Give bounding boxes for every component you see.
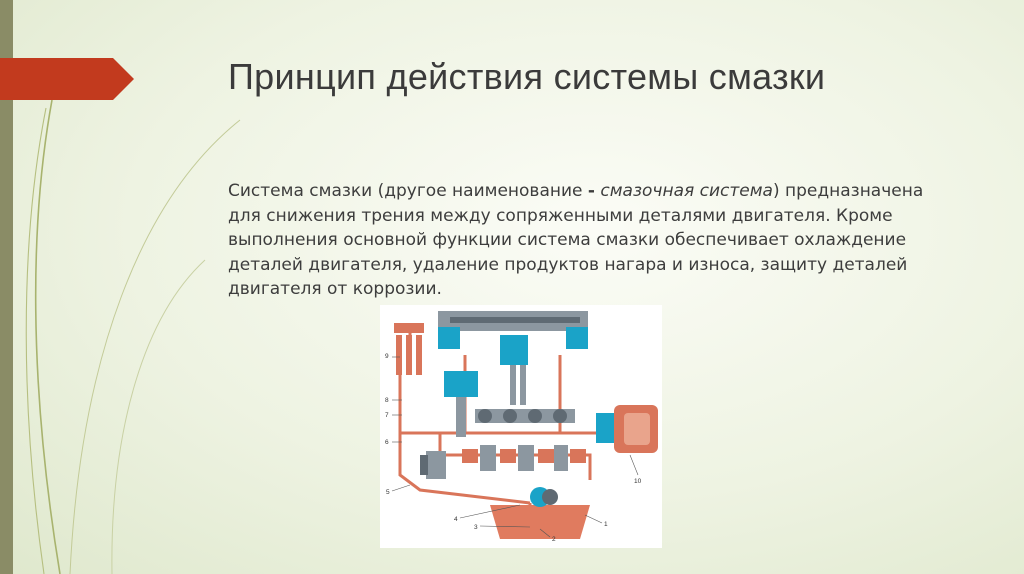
slide-title: Принцип действия системы смазки xyxy=(228,56,826,97)
label-5: 5 xyxy=(386,489,390,496)
lubrication-system-diagram: 9 8 7 6 5 4 3 2 1 10 xyxy=(380,305,662,548)
paragraph-italic-term: смазочная система xyxy=(600,181,773,201)
label-7: 7 xyxy=(385,412,389,419)
crankshaft xyxy=(475,409,575,423)
oil-filter xyxy=(394,323,424,375)
left-band xyxy=(0,0,13,574)
paragraph-text-2: ) предназначена для снижения трения межд… xyxy=(228,181,924,300)
rear-unit xyxy=(596,405,658,453)
body-paragraph: Система смазки (другое наименование - см… xyxy=(228,179,948,302)
label-2: 2 xyxy=(552,536,556,543)
crank-webs xyxy=(480,445,568,471)
paragraph-dash: - xyxy=(587,181,595,201)
decorative-curves xyxy=(25,99,241,574)
label-9: 9 xyxy=(385,353,389,360)
title-accent-arrow xyxy=(0,58,134,100)
paragraph-text-1: Система смазки (другое наименование xyxy=(228,181,588,201)
label-3: 3 xyxy=(474,524,478,531)
label-6: 6 xyxy=(385,439,389,446)
front-pulley xyxy=(420,451,446,479)
label-10: 10 xyxy=(634,478,642,485)
oil-pan xyxy=(490,487,590,539)
piston xyxy=(444,371,478,437)
main-journals xyxy=(462,449,586,463)
label-1: 1 xyxy=(604,521,608,528)
label-4: 4 xyxy=(454,516,458,523)
valve-train xyxy=(438,311,588,405)
label-8: 8 xyxy=(385,397,389,404)
diagram-svg: 9 8 7 6 5 4 3 2 1 10 xyxy=(385,311,658,543)
